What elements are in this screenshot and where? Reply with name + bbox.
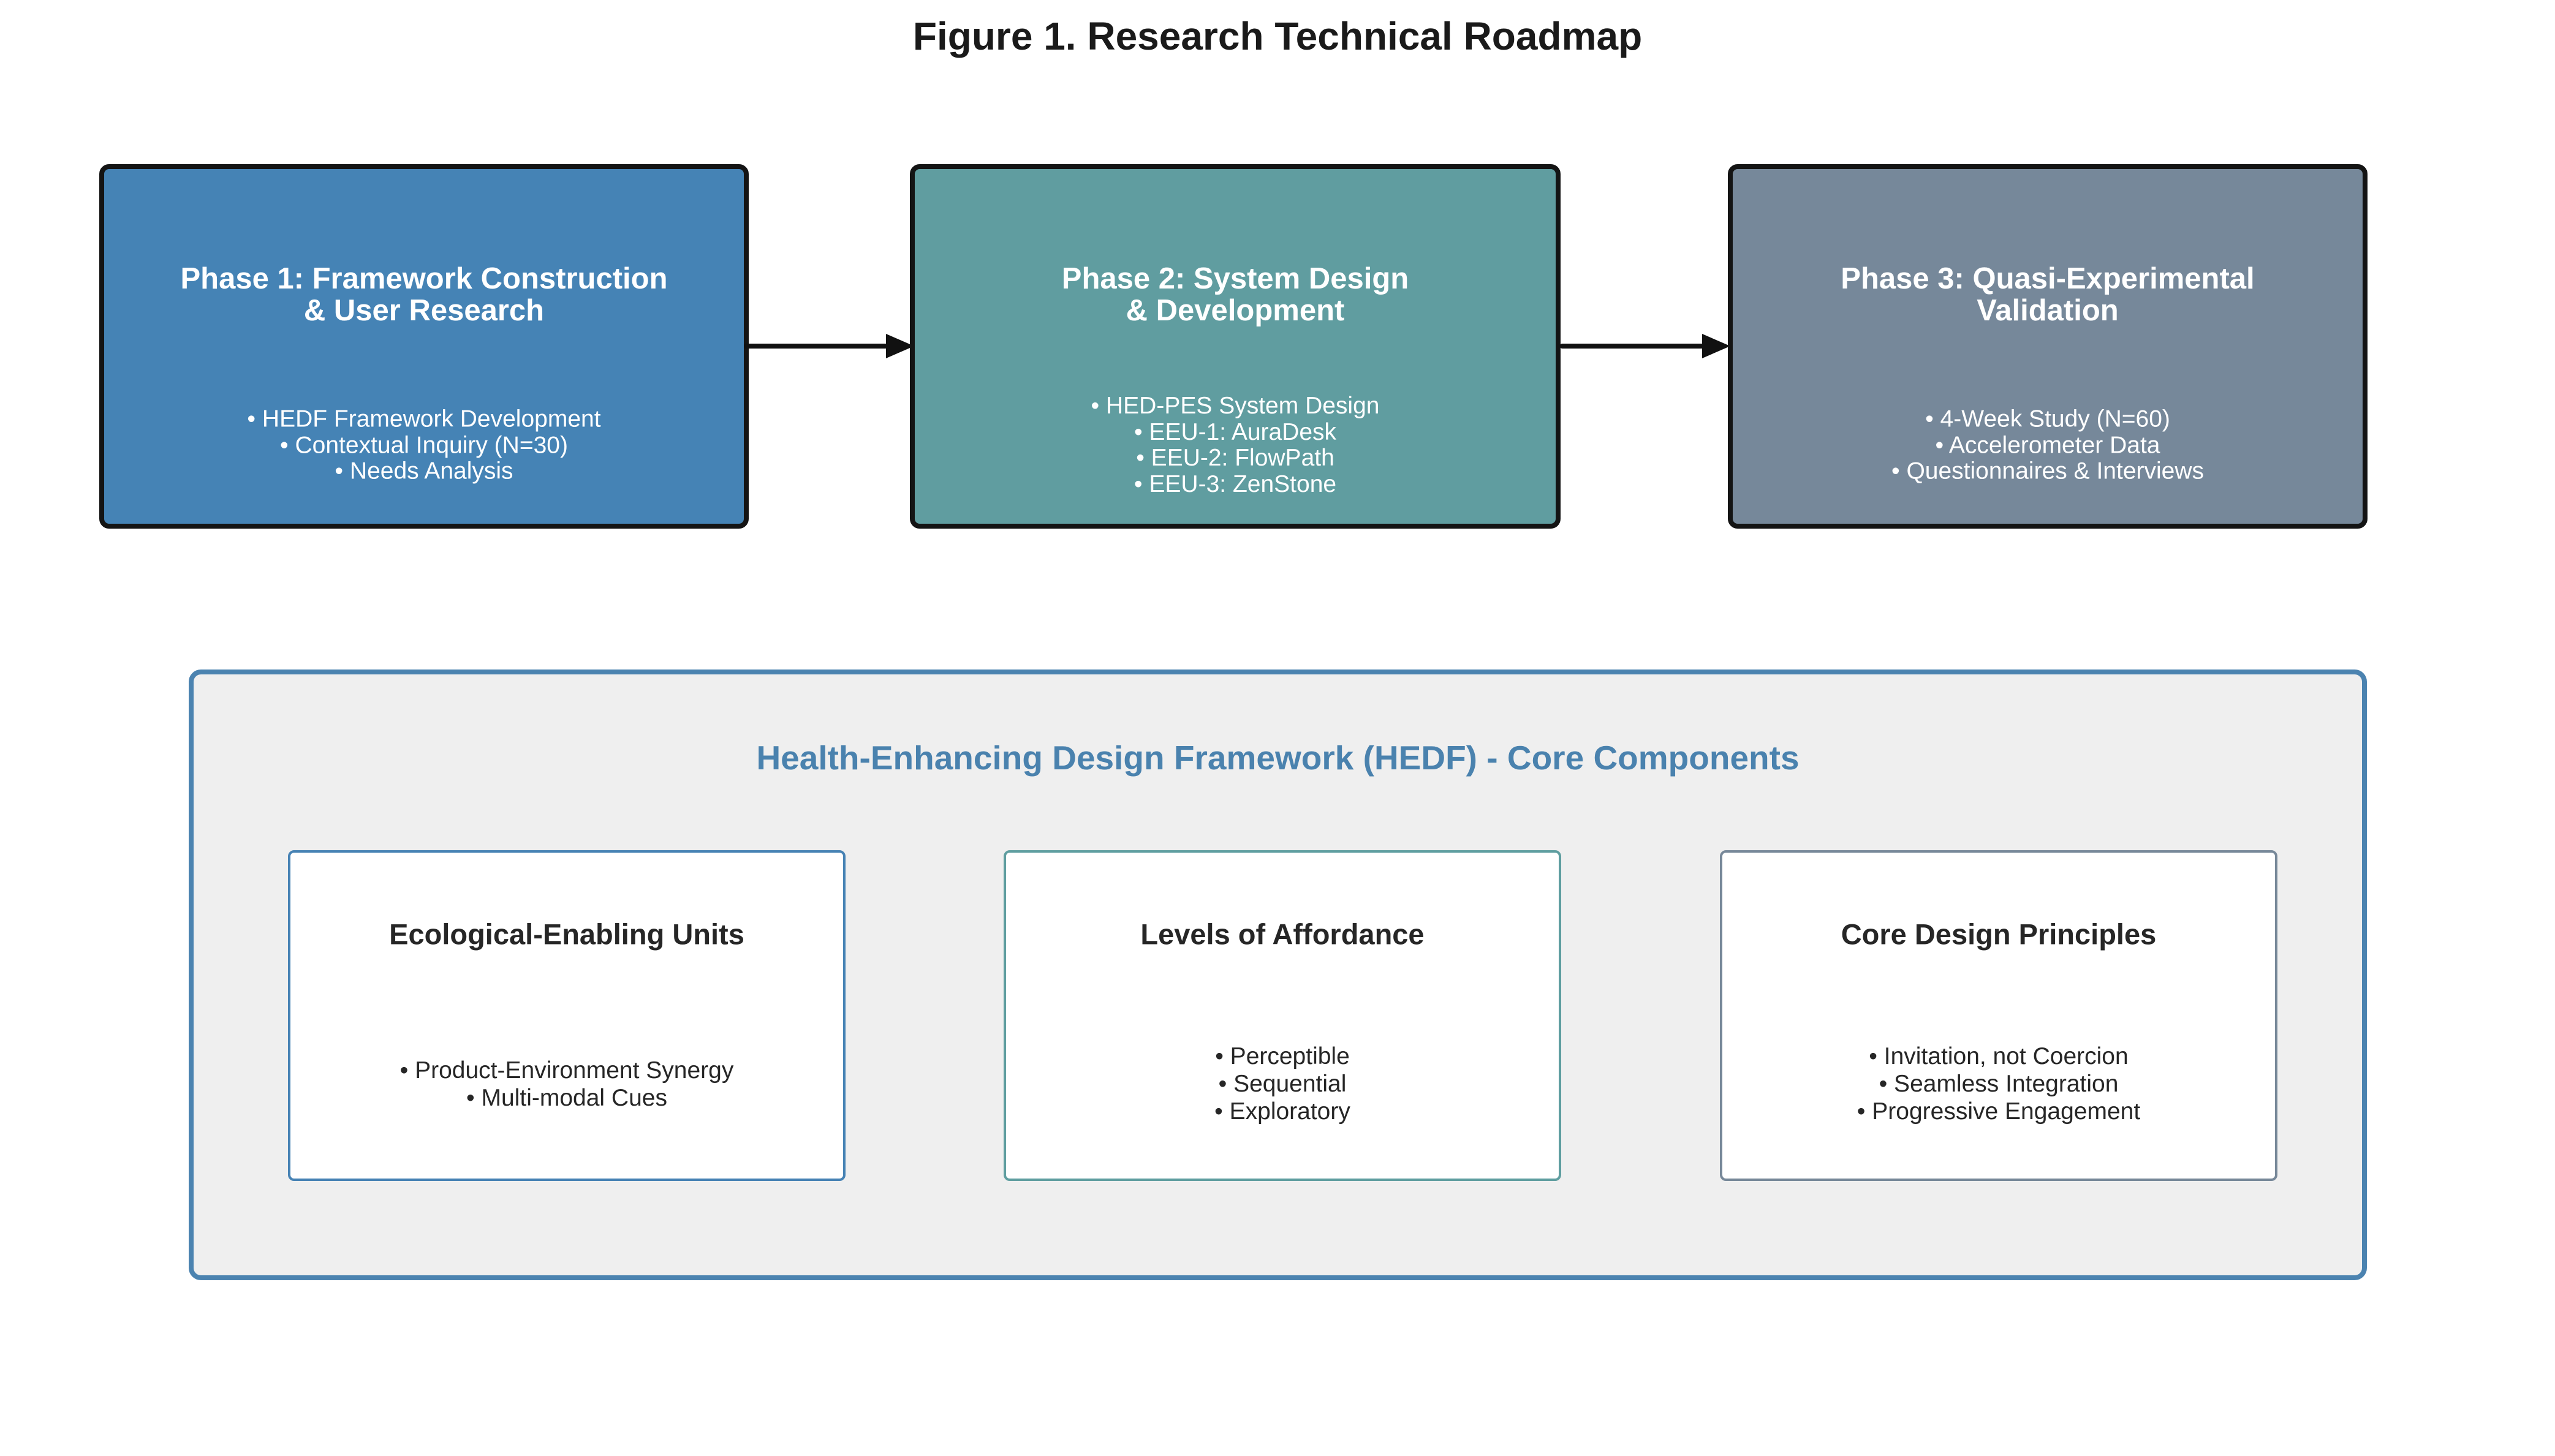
arrow-phase2-to-phase3-icon — [1560, 334, 1730, 358]
phase-3-box: Phase 3: Quasi-Experimental Validation •… — [1728, 164, 2368, 529]
component-ecological-enabling-units: Ecological-Enabling Units • Product-Envi… — [288, 850, 846, 1181]
component-core-design-principles-bullets: • Invitation, not Coercion • Seamless In… — [1857, 1043, 2141, 1125]
component-ecological-enabling-units-title: Ecological-Enabling Units — [389, 918, 744, 951]
phase-2-box: Phase 2: System Design & Development • H… — [910, 164, 1561, 529]
component-ecological-enabling-units-bullets: • Product-Environment Synergy • Multi-mo… — [399, 1057, 734, 1111]
phase-1-bullets: • HEDF Framework Development • Contextua… — [247, 405, 601, 485]
component-core-design-principles-title: Core Design Principles — [1841, 918, 2157, 951]
figure-title: Figure 1. Research Technical Roadmap — [912, 14, 1643, 58]
phase-1-title: Phase 1: Framework Construction & User R… — [180, 262, 668, 328]
component-levels-of-affordance-bullets: • Perceptible • Sequential • Exploratory — [1214, 1043, 1350, 1125]
phase-2-title: Phase 2: System Design & Development — [1061, 262, 1409, 328]
component-core-design-principles: Core Design Principles • Invitation, not… — [1720, 850, 2277, 1181]
component-levels-of-affordance: Levels of Affordance • Perceptible • Seq… — [1004, 850, 1561, 1181]
phase-3-bullets: • 4-Week Study (N=60) • Accelerometer Da… — [1891, 405, 2205, 485]
phase-2-bullets: • HED-PES System Design • EEU-1: AuraDes… — [1091, 392, 1380, 498]
component-levels-of-affordance-title: Levels of Affordance — [1140, 918, 1425, 951]
hedf-framework-panel: Health-Enhancing Design Framework (HEDF)… — [189, 670, 2367, 1280]
phase-3-title: Phase 3: Quasi-Experimental Validation — [1841, 262, 2255, 328]
phase-1-box: Phase 1: Framework Construction & User R… — [99, 164, 749, 529]
hedf-framework-panel-title: Health-Enhancing Design Framework (HEDF)… — [756, 739, 1800, 777]
arrow-phase1-to-phase2-icon — [744, 334, 914, 358]
